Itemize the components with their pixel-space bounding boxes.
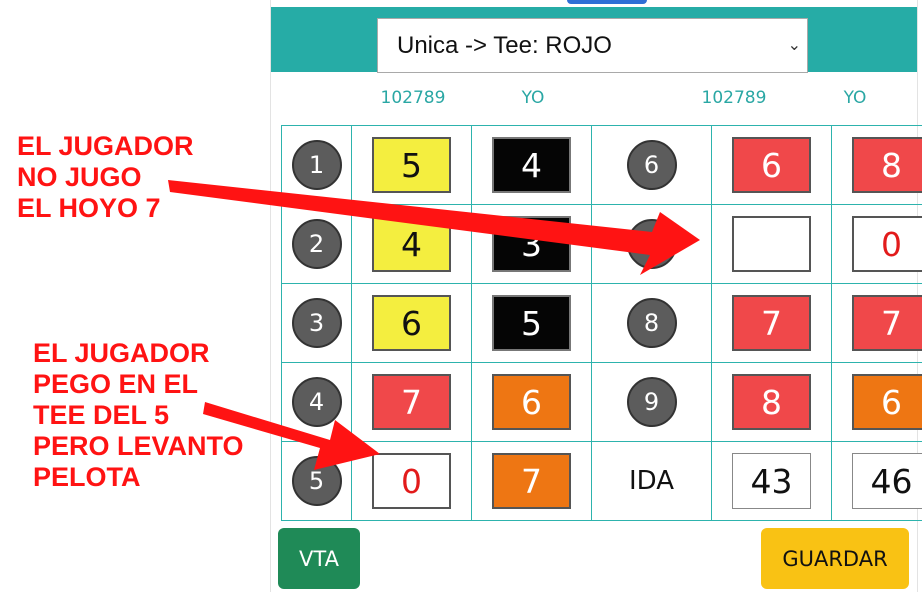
hole-number-2: 2 — [291, 219, 342, 269]
annotation-note-hole-7: EL JUGADOR NO JUGO EL HOYO 7 — [17, 131, 194, 224]
hole-number-9: 9 — [626, 377, 677, 427]
column-header-player-a-back: 102789 — [701, 88, 767, 108]
hole-number-8: 8 — [626, 298, 677, 348]
score-input[interactable]: 6 — [372, 295, 451, 351]
hole-number-3: 3 — [291, 298, 342, 348]
score-input[interactable]: 6 — [852, 374, 922, 430]
chevron-down-icon: ⌄ — [787, 35, 801, 54]
annotation-line: EL JUGADOR — [17, 131, 194, 161]
score-row: 3 6 5 8 7 7 — [282, 284, 922, 363]
score-input-empty[interactable] — [732, 216, 811, 272]
hole-number-4: 4 — [291, 377, 342, 427]
score-input[interactable]: 7 — [852, 295, 922, 351]
score-input[interactable]: 7 — [372, 374, 451, 430]
score-row: 1 5 4 6 6 8 — [282, 126, 922, 205]
save-button[interactable]: GUARDAR — [761, 528, 909, 589]
annotation-line: PEGO EN EL — [33, 369, 199, 399]
column-header-player-b-back: YO — [843, 88, 867, 108]
score-grid: 1 5 4 6 6 8 2 4 3 7 0 3 6 5 8 7 7 4 7 — [281, 125, 922, 521]
score-input[interactable]: 8 — [852, 137, 922, 193]
tee-select[interactable]: Unica -> Tee: ROJO ⌄ — [377, 18, 808, 73]
front-nine-total: 43 — [732, 453, 811, 509]
front-nine-label: IDA — [628, 466, 675, 496]
score-input[interactable]: 0 — [852, 216, 922, 272]
scorecard-panel: Unica -> Tee: ROJO ⌄ 102789 YO 102789 YO… — [270, 0, 922, 592]
front-nine-total: 46 — [852, 453, 922, 509]
vta-button[interactable]: VTA — [278, 528, 360, 589]
arrow-to-hole-5 — [203, 402, 380, 470]
score-input[interactable]: 8 — [732, 374, 811, 430]
tee-select-value: Unica -> Tee: ROJO — [397, 31, 612, 59]
annotation-line: EL HOYO 7 — [17, 193, 161, 223]
column-header-player-a: 102789 — [380, 88, 446, 108]
annotation-line: TEE DEL 5 — [33, 400, 170, 430]
score-input[interactable]: 7 — [492, 453, 571, 509]
hole-number-6: 6 — [626, 140, 677, 190]
tee-selector-bar: Unica -> Tee: ROJO ⌄ — [271, 7, 917, 73]
score-input[interactable]: 7 — [732, 295, 811, 351]
annotation-line: EL JUGADOR — [33, 338, 210, 368]
annotation-note-hole-5: EL JUGADOR PEGO EN EL TEE DEL 5 PERO LEV… — [33, 338, 244, 493]
score-input[interactable]: 6 — [492, 374, 571, 430]
annotation-line: NO JUGO — [17, 162, 142, 192]
score-input[interactable]: 5 — [372, 137, 451, 193]
score-input[interactable]: 4 — [492, 137, 571, 193]
arrow-to-hole-7 — [168, 180, 700, 275]
score-input[interactable]: 0 — [372, 453, 451, 509]
column-header-player-b: YO — [521, 88, 545, 108]
hole-number-1: 1 — [291, 140, 342, 190]
annotation-line: PERO LEVANTO — [33, 431, 244, 461]
score-input[interactable]: 6 — [732, 137, 811, 193]
score-input[interactable]: 5 — [492, 295, 571, 351]
annotation-line: PELOTA — [33, 462, 141, 492]
score-row: 5 0 7 IDA 43 46 — [282, 442, 922, 521]
score-row: 4 7 6 9 8 6 — [282, 363, 922, 442]
top-tab-indicator — [567, 0, 647, 4]
